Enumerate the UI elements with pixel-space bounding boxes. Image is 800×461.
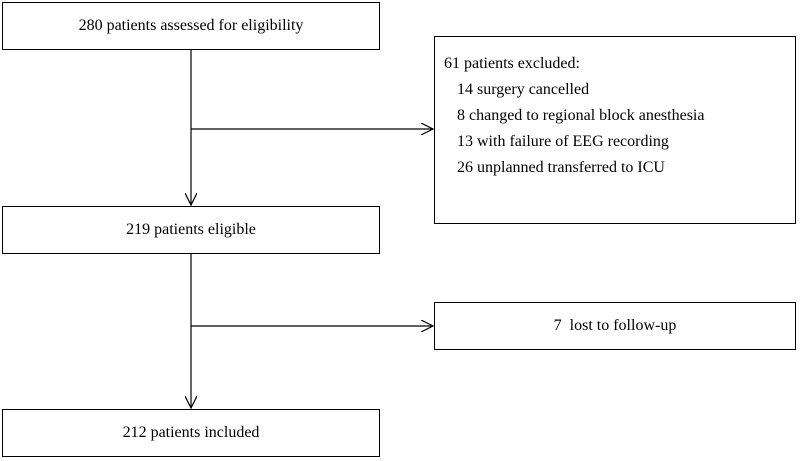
- assessed-label: 280 patients assessed for eligibility: [78, 17, 304, 34]
- eligible-box: 219 patients eligible: [2, 206, 380, 254]
- eligible-label: 219 patients eligible: [126, 221, 256, 238]
- included-label: 212 patients included: [122, 424, 260, 441]
- excluded-reason: 26 unplanned transferred to ICU: [457, 159, 665, 176]
- lost-box: 7 lost to follow-up: [434, 302, 796, 350]
- excluded-title: 61 patients excluded:: [444, 55, 580, 72]
- lost-label: 7 lost to follow-up: [553, 317, 677, 334]
- excluded-reasons-list: 14 surgery cancelled 8 changed to region…: [444, 82, 795, 176]
- excluded-reason: 13 with failure of EEG recording: [457, 133, 669, 150]
- excluded-reason: 14 surgery cancelled: [457, 81, 590, 98]
- included-box: 212 patients included: [2, 409, 380, 457]
- assessed-box: 280 patients assessed for eligibility: [2, 2, 380, 50]
- excluded-box: 61 patients excluded: 14 surgery cancell…: [434, 36, 796, 224]
- excluded-reason: 8 changed to regional block anesthesia: [457, 107, 705, 124]
